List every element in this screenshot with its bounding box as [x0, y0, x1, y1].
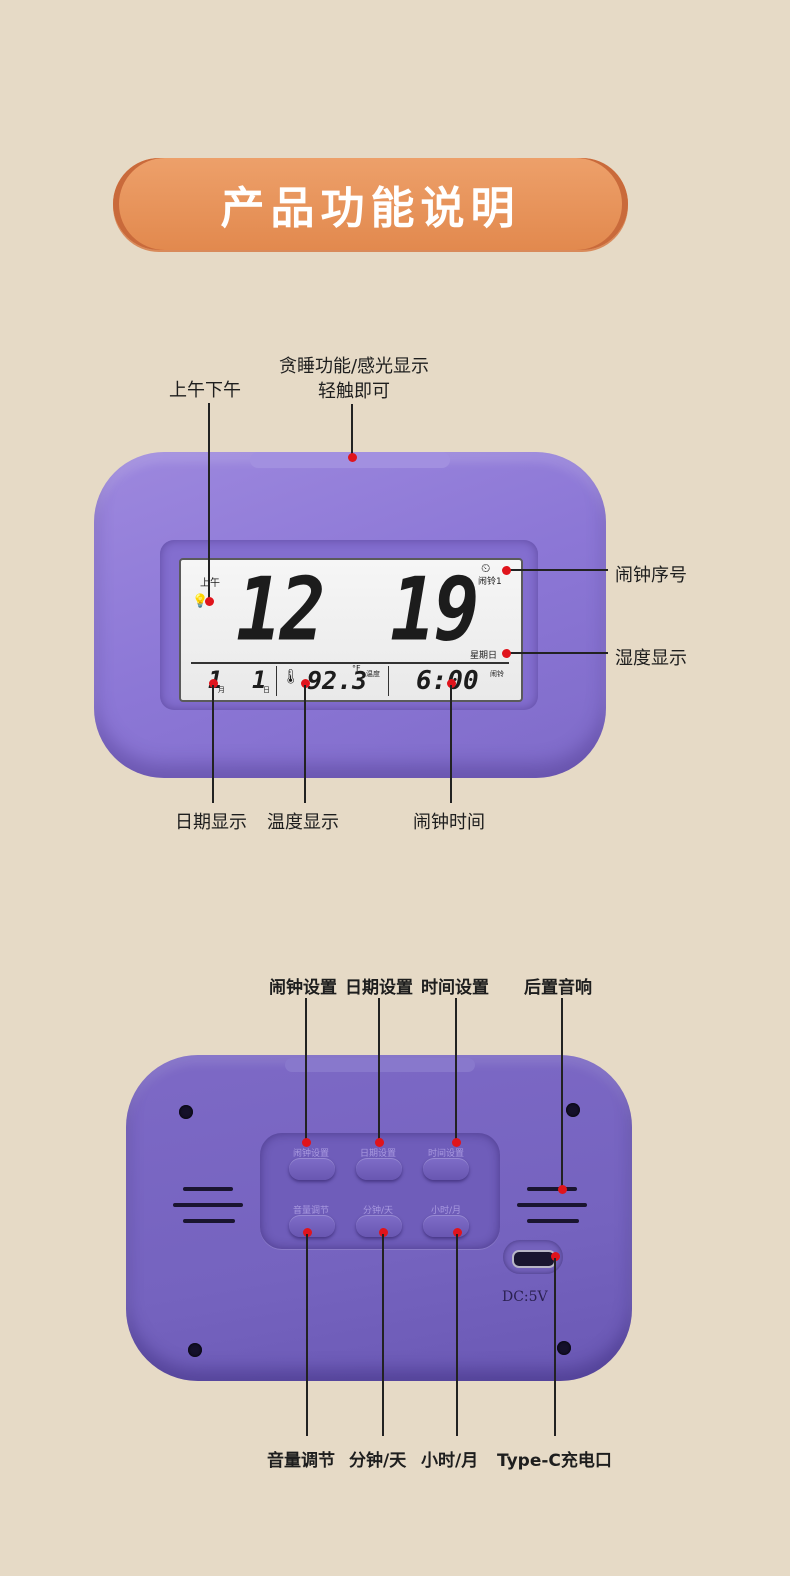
leader-line	[455, 998, 457, 1142]
callout-snooze-line2: 轻触即可	[318, 381, 390, 402]
leader-line	[305, 998, 307, 1142]
callout-temp-display: 温度显示	[267, 812, 339, 833]
callout-speaker: 后置音响	[524, 978, 592, 998]
callout-dot	[551, 1252, 560, 1261]
callout-typec: Type-C充电口	[497, 1451, 612, 1471]
lcd-day-unit: 日	[263, 686, 270, 694]
callout-dot	[375, 1138, 384, 1147]
button-caption: 音量调节	[292, 1206, 330, 1216]
speaker-grille	[183, 1187, 233, 1191]
lcd-temp-unit: °F	[352, 664, 361, 673]
leader-line	[208, 403, 210, 600]
lcd-hour: 12	[236, 557, 326, 661]
lcd-minute: 19	[390, 557, 480, 661]
speaker-grille	[527, 1187, 577, 1191]
lcd-weekday: 星期日	[470, 651, 498, 661]
lcd-divider	[388, 666, 389, 696]
callout-alarm-time: 闹钟时间	[413, 812, 485, 833]
callout-dot	[452, 1138, 461, 1147]
thermometer-icon: 🌡	[282, 669, 300, 685]
callout-dot	[502, 649, 511, 658]
callout-dot	[205, 597, 214, 606]
callout-alarm-index: 闹钟序号	[615, 565, 687, 586]
lcd-divider	[276, 666, 277, 696]
screw-hole	[557, 1341, 571, 1355]
callout-dot	[558, 1185, 567, 1194]
callout-dot	[209, 679, 218, 688]
alarm-set-button[interactable]	[289, 1158, 335, 1180]
leader-line	[382, 1234, 384, 1436]
volume-button[interactable]	[289, 1215, 335, 1237]
callout-volume: 音量调节	[267, 1451, 335, 1471]
speaker-grille	[183, 1219, 235, 1223]
callout-hour-month: 小时/月	[421, 1451, 479, 1471]
leader-line	[306, 1234, 308, 1436]
leader-line	[351, 404, 353, 457]
button-caption: 时间设置	[427, 1149, 465, 1159]
leader-line	[304, 685, 306, 803]
lcd-temperature: 92.3	[307, 666, 368, 695]
lcd-month-unit: 月	[218, 686, 225, 694]
button-caption: 日期设置	[359, 1149, 397, 1159]
callout-ampm: 上午下午	[169, 380, 241, 401]
leader-line	[554, 1258, 556, 1436]
callout-minute-day: 分钟/天	[349, 1451, 407, 1471]
speaker-grille	[173, 1203, 243, 1207]
back-top-edge	[285, 1058, 475, 1072]
leader-line	[507, 569, 608, 571]
speaker-grille	[527, 1219, 579, 1223]
screw-hole	[188, 1343, 202, 1357]
date-set-button[interactable]	[356, 1158, 402, 1180]
callout-date-display: 日期显示	[175, 812, 247, 833]
callout-weekday-display: 湿度显示	[615, 648, 687, 669]
lcd-humidity-label: 温度	[366, 670, 380, 678]
lcd-alarm-label: 闹铃	[490, 670, 504, 678]
page-title: 产品功能说明	[220, 183, 521, 234]
light-bulb-icon: 💡	[192, 594, 209, 609]
leader-line	[212, 685, 214, 803]
lcd-divider	[191, 662, 509, 664]
callout-snooze-line1: 贪睡功能/感光显示	[278, 356, 430, 377]
button-caption: 闹钟设置	[292, 1149, 330, 1159]
lcd-screen	[179, 558, 523, 702]
alarm-clock-icon: ⏲	[481, 561, 491, 575]
leader-line	[507, 652, 608, 654]
minute-day-button[interactable]	[356, 1215, 402, 1237]
callout-dot	[301, 679, 310, 688]
callout-dot	[379, 1228, 388, 1237]
callout-dot	[453, 1228, 462, 1237]
leader-line	[456, 1234, 458, 1436]
callout-time-set: 时间设置	[421, 978, 489, 998]
lcd-alarm-tag: 闹铃1	[478, 577, 502, 587]
hour-month-button[interactable]	[423, 1215, 469, 1237]
leader-line	[450, 685, 452, 803]
port-voltage-label: DC:5V	[502, 1289, 548, 1305]
title-banner: 产品功能说明	[113, 158, 628, 250]
callout-dot	[303, 1228, 312, 1237]
callout-alarm-set: 闹钟设置	[269, 978, 337, 998]
time-set-button[interactable]	[423, 1158, 469, 1180]
lcd-am-indicator: 上午	[200, 578, 220, 589]
callout-dot	[502, 566, 511, 575]
screw-hole	[566, 1103, 580, 1117]
button-caption: 小时/月	[430, 1206, 462, 1216]
usb-c-port[interactable]	[512, 1250, 556, 1268]
callout-dot	[447, 679, 456, 688]
leader-line	[378, 998, 380, 1142]
callout-dot	[348, 453, 357, 462]
callout-date-set: 日期设置	[345, 978, 413, 998]
button-caption: 分钟/天	[362, 1206, 394, 1216]
callout-dot	[302, 1138, 311, 1147]
screw-hole	[179, 1105, 193, 1119]
leader-line	[561, 998, 563, 1188]
speaker-grille	[517, 1203, 587, 1207]
lcd-day: 1	[252, 666, 267, 694]
